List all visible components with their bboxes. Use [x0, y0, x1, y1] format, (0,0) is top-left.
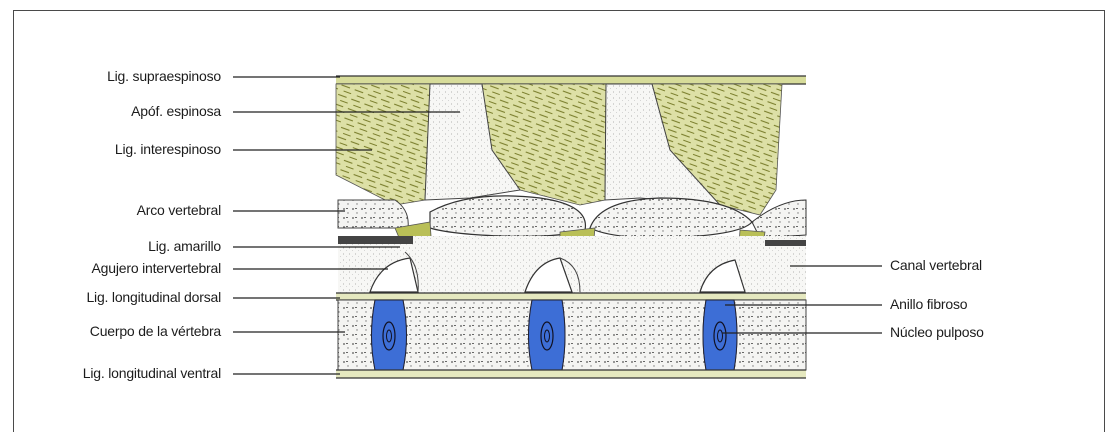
label-nucleo-pulposo: Núcleo pulposo: [890, 324, 984, 340]
label-arco-vertebral: Arco vertebral: [137, 202, 221, 218]
label-lig-longitudinal-dorsal: Lig. longitudinal dorsal: [86, 289, 221, 305]
label-lig-supraespinoso: Lig. supraespinoso: [107, 68, 221, 84]
label-lig-amarillo: Lig. amarillo: [148, 238, 221, 254]
label-lig-interespinoso: Lig. interespinoso: [115, 141, 221, 157]
supraspinous-ligament-shape: [336, 76, 806, 84]
posterior-longitudinal-ligament-shape: [336, 293, 806, 300]
label-anillo-fibroso: Anillo fibroso: [890, 296, 967, 312]
vertebral-canal-shape: [338, 236, 806, 294]
label-agujero-intervertebral: Agujero intervertebral: [92, 260, 221, 276]
label-canal-vertebral: Canal vertebral: [890, 257, 982, 273]
interspinous-ligaments-shape: [336, 84, 782, 215]
label-cuerpo-vertebra: Cuerpo de la vértebra: [90, 323, 221, 339]
label-lig-longitudinal-ventral: Lig. longitudinal ventral: [83, 365, 221, 381]
label-apof-espinosa: Apóf. espinosa: [131, 103, 221, 119]
anterior-longitudinal-ligament-shape: [336, 370, 806, 378]
